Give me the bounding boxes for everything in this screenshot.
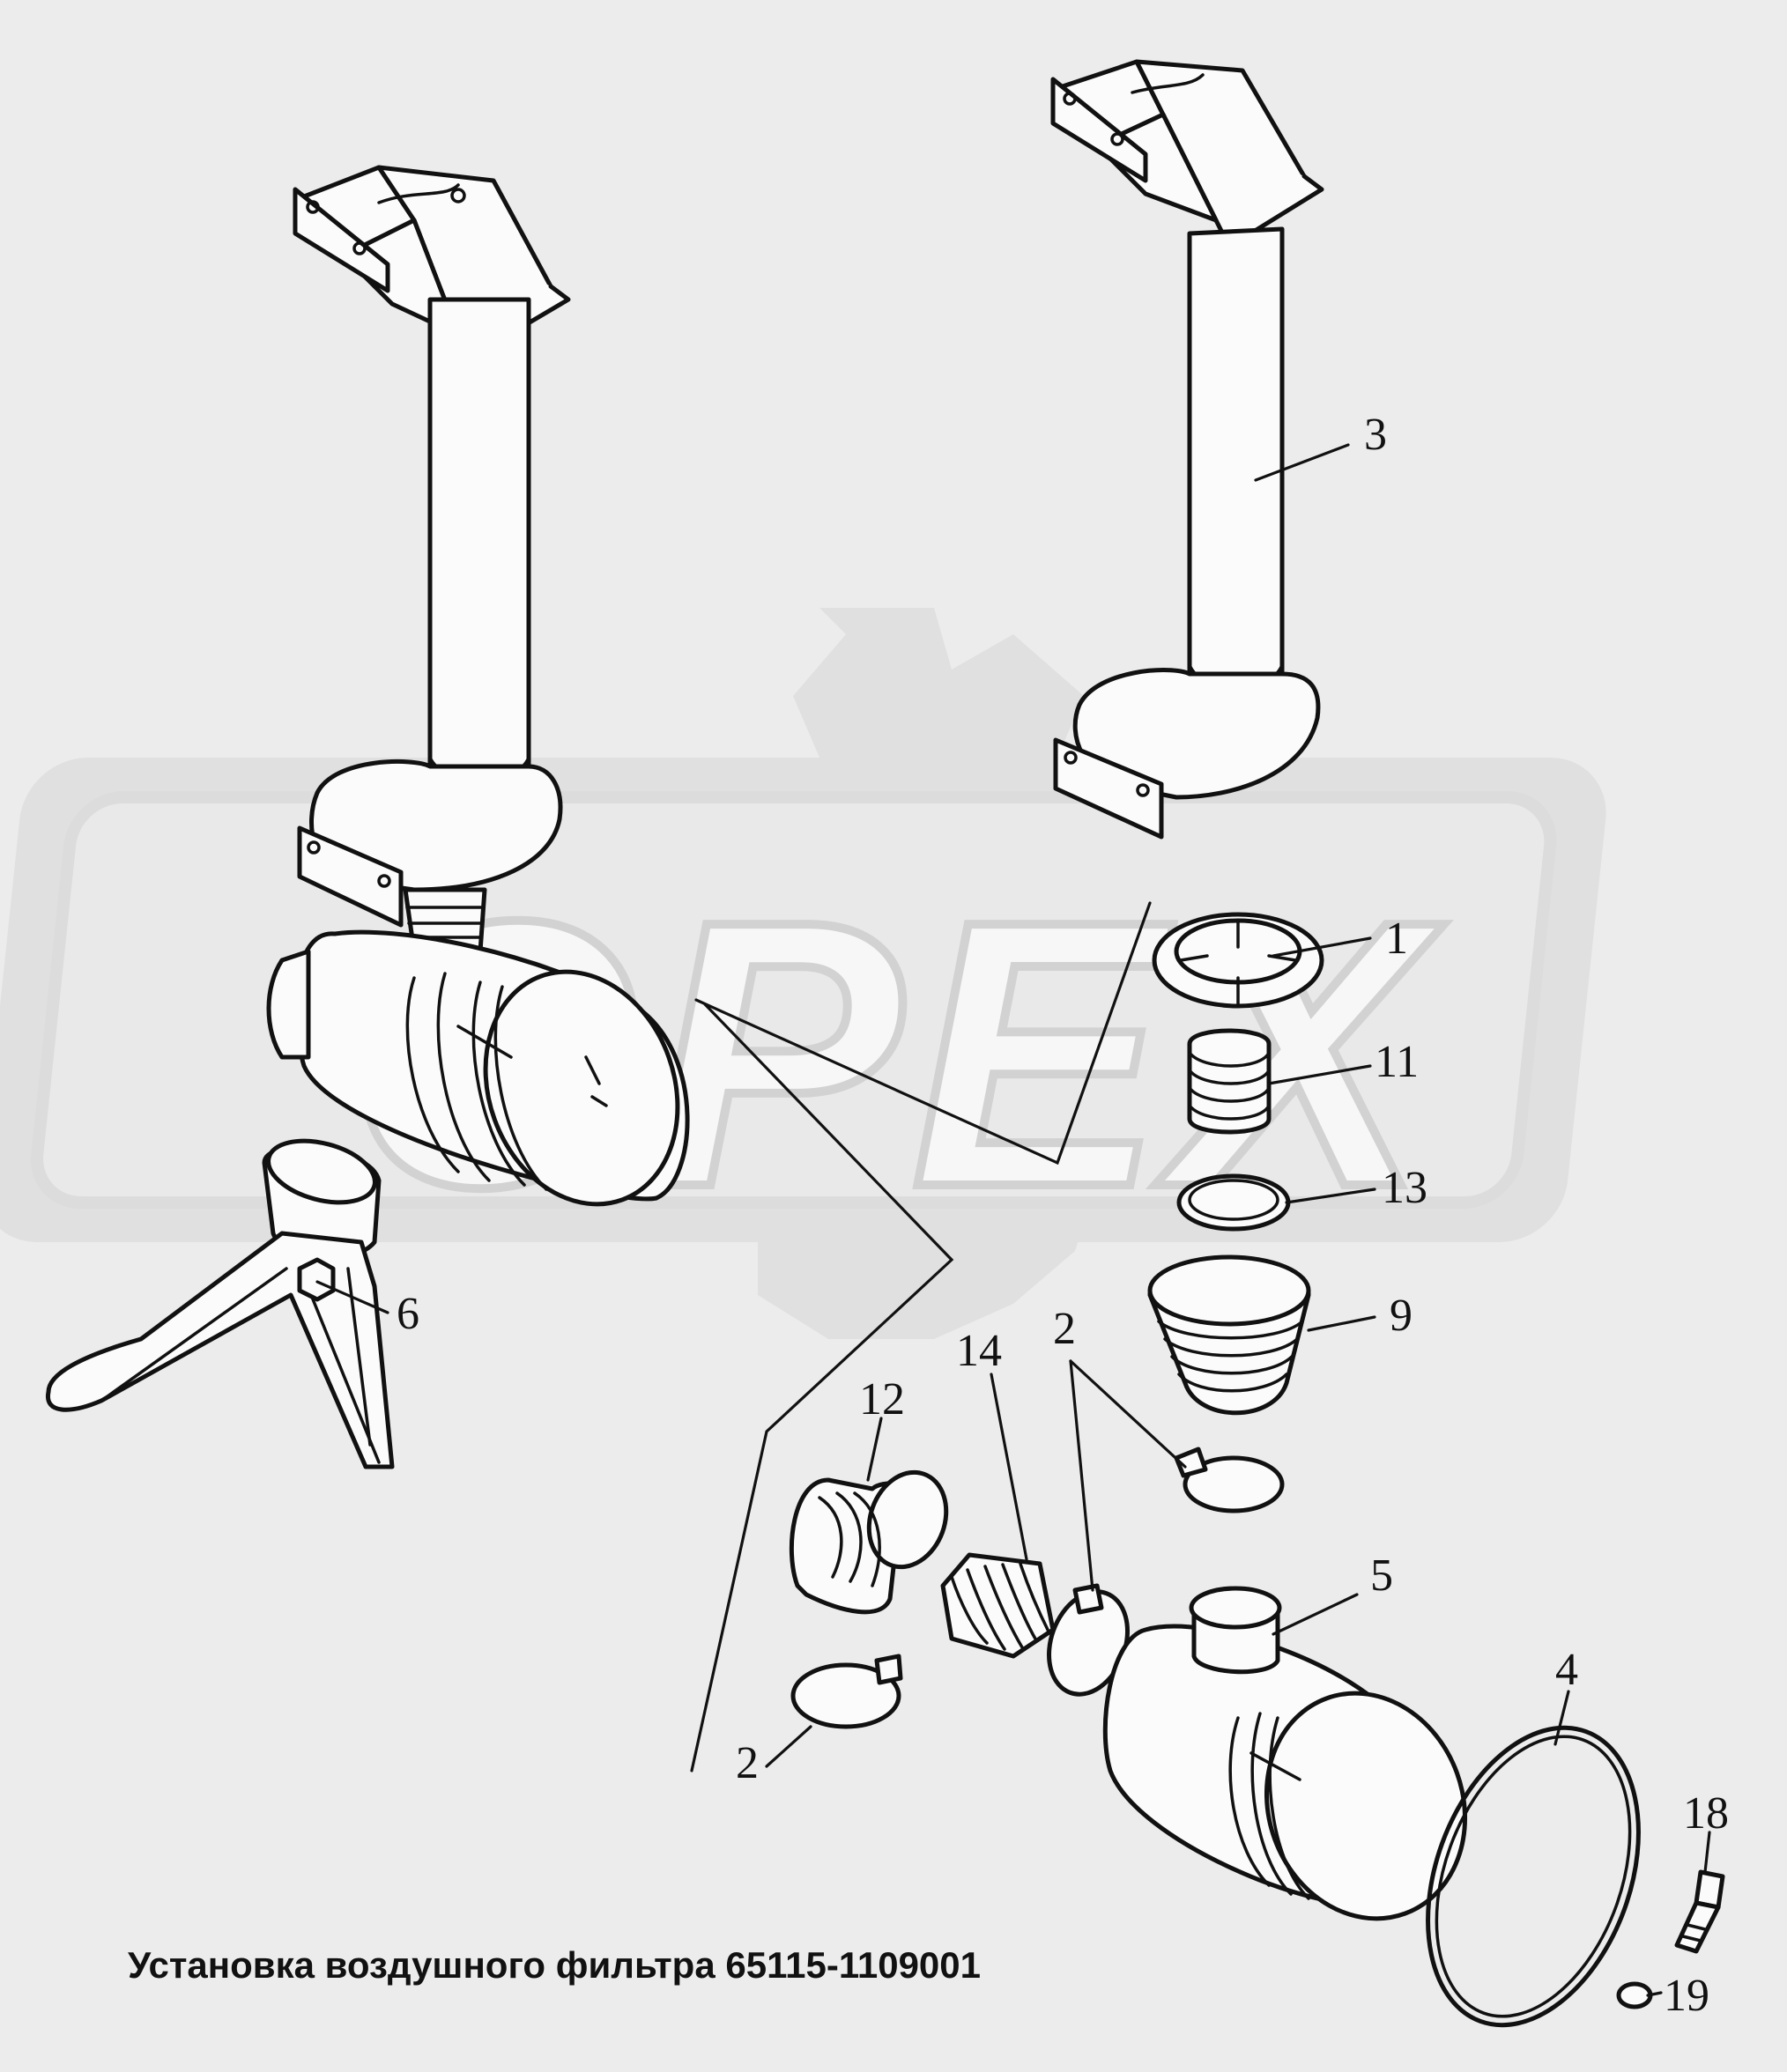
part-2-clamp-lower	[790, 1654, 903, 1729]
callout-leaders	[315, 443, 1711, 1997]
callout-14: 14	[956, 1326, 1002, 1376]
part-14-hose	[940, 1552, 1056, 1659]
callout-5: 5	[1370, 1550, 1393, 1601]
callout-9: 9	[1390, 1291, 1413, 1341]
callout-12: 12	[859, 1374, 905, 1424]
callout-18: 18	[1683, 1788, 1729, 1839]
diagram-caption: Установка воздушного фильтра 65115-11090…	[128, 1944, 981, 1986]
part-4-band	[1426, 1725, 1641, 2028]
callout-labels: 1 11 13 9 2 14 12 2 5 4 18 19 3 6	[397, 410, 1729, 2021]
assembly-leader-lines	[690, 901, 1152, 1772]
part-1-support-ring	[1152, 912, 1324, 1009]
part-12-elbow	[789, 1469, 949, 1615]
part-19-nut	[1616, 1981, 1653, 2009]
left-mounting-bracket	[46, 1138, 395, 1469]
callout-11: 11	[1375, 1037, 1419, 1087]
left-intake-pipe	[293, 165, 571, 954]
callout-6: 6	[397, 1289, 419, 1339]
callout-19: 19	[1664, 1971, 1709, 2021]
part-2-clamp-upper	[1174, 1447, 1285, 1513]
callout-2-upper: 2	[1053, 1304, 1076, 1354]
left-filter-housing	[266, 929, 690, 1207]
callout-3: 3	[1364, 410, 1387, 460]
callout-1: 1	[1385, 914, 1408, 964]
part-5-filter-housing	[1102, 1586, 1468, 1921]
part-9-bellows	[1147, 1254, 1311, 1416]
callout-13: 13	[1382, 1163, 1427, 1213]
callout-4: 4	[1555, 1645, 1578, 1695]
watermark: OPEX	[0, 608, 1606, 1339]
callout-2-lower: 2	[736, 1738, 759, 1788]
part-13-ring	[1176, 1173, 1291, 1232]
part-18-bolt	[1674, 1869, 1725, 1954]
right-intake-pipe	[1050, 59, 1324, 840]
part-11-spring	[1187, 1028, 1272, 1135]
